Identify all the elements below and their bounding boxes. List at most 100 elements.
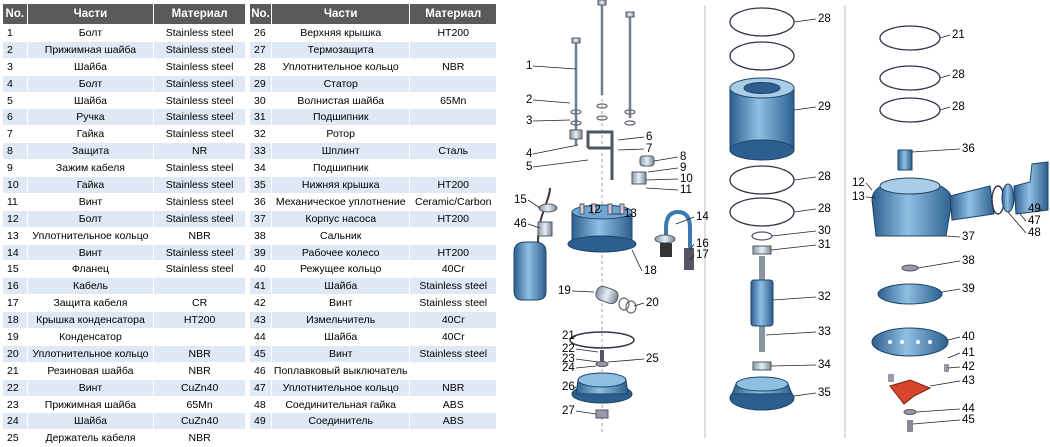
leader-line [689,243,695,251]
callout-label: 7 [646,143,652,155]
callout-label: 40 [962,331,975,343]
seal-ring-shape [901,264,919,272]
table-header-row: No. Части Материал [249,3,497,25]
part-material: Ceramic/Carbon [409,192,497,211]
part-number: 1 [2,24,28,42]
part-name: Прижимная шайба [26,395,155,414]
callout-label: 16 [696,238,709,250]
handle-shape [586,130,614,180]
callout-label: 47 [1028,215,1041,227]
part-number: 15 [2,260,28,279]
part-number: 36 [249,192,272,211]
motor-cover-top [571,204,633,220]
screw-shape [600,350,604,362]
part-material: Stainless steel [153,209,246,228]
callout-label: 34 [818,359,831,371]
part-name: Шайба [26,412,155,431]
leader-line [575,348,599,353]
part-number: 10 [2,176,28,194]
part-name: Шайба [270,328,411,346]
part-name: Гайка [26,125,155,144]
callout-label: 27 [562,405,575,417]
part-name: Статор [270,74,411,93]
leader-line [571,386,577,391]
leader-line [915,408,961,413]
leader-line [765,331,817,336]
lower-cover-top [735,376,789,392]
part-material: Stainless steel [153,243,246,262]
callout-label: 46 [514,218,527,230]
part-name: Резиновая шайба [26,361,155,380]
washer-shape [903,409,917,415]
part-number: 13 [2,226,28,245]
housing-outlet [949,185,995,221]
screw-shape [907,420,913,432]
part-number: 9 [2,159,28,178]
callout-label: 12 [852,177,865,189]
cable-protector-shape [639,155,655,167]
part-name: Режущее кольцо [270,260,411,279]
part-number: 35 [249,176,272,194]
callout-label: 6 [646,131,652,143]
callout-label: 28 [818,171,831,183]
cable-clamp-shape [631,171,647,185]
screw-shape [888,374,894,382]
leader-line [945,235,961,238]
part-name: Ручка [26,108,155,127]
callout-label: 21 [562,330,575,342]
callout-label: 29 [818,101,831,113]
part-name: Защита [26,142,155,161]
part-name: Фланец [26,260,155,279]
part-number: 19 [2,328,28,346]
leader-line [929,380,961,387]
callout-label: 20 [646,297,659,309]
part-material [409,108,497,127]
part-name: Болт [26,24,155,42]
leader-line [571,290,595,293]
housing-top [879,177,941,195]
callout-label: 15 [514,194,527,206]
callout-label: 35 [818,387,831,399]
parts-artwork [513,0,1049,438]
leader-line [575,365,597,369]
callout-label: 21 [952,29,965,41]
thermal-protector-shape [595,409,609,419]
callout-label: 19 [558,285,571,297]
part-material: CR [153,294,246,313]
part-number: 24 [2,412,28,431]
part-material: Stainless steel [153,24,246,42]
stator-bore [743,82,781,94]
part-name: Винт [26,378,155,397]
part-number: 16 [2,277,28,296]
part-number: 31 [249,108,272,127]
part-name: Сальник [270,226,411,245]
oring-shape [879,25,941,51]
leader-line [527,199,541,209]
terminal-shape [591,203,597,215]
part-material: Stainless steel [153,74,246,93]
leader-line [947,336,961,341]
leader-line [633,302,645,307]
part-material [409,74,497,93]
part-material: NBR [153,344,246,363]
part-material: Stainless steel [153,57,246,76]
header-part: Части [26,3,155,25]
